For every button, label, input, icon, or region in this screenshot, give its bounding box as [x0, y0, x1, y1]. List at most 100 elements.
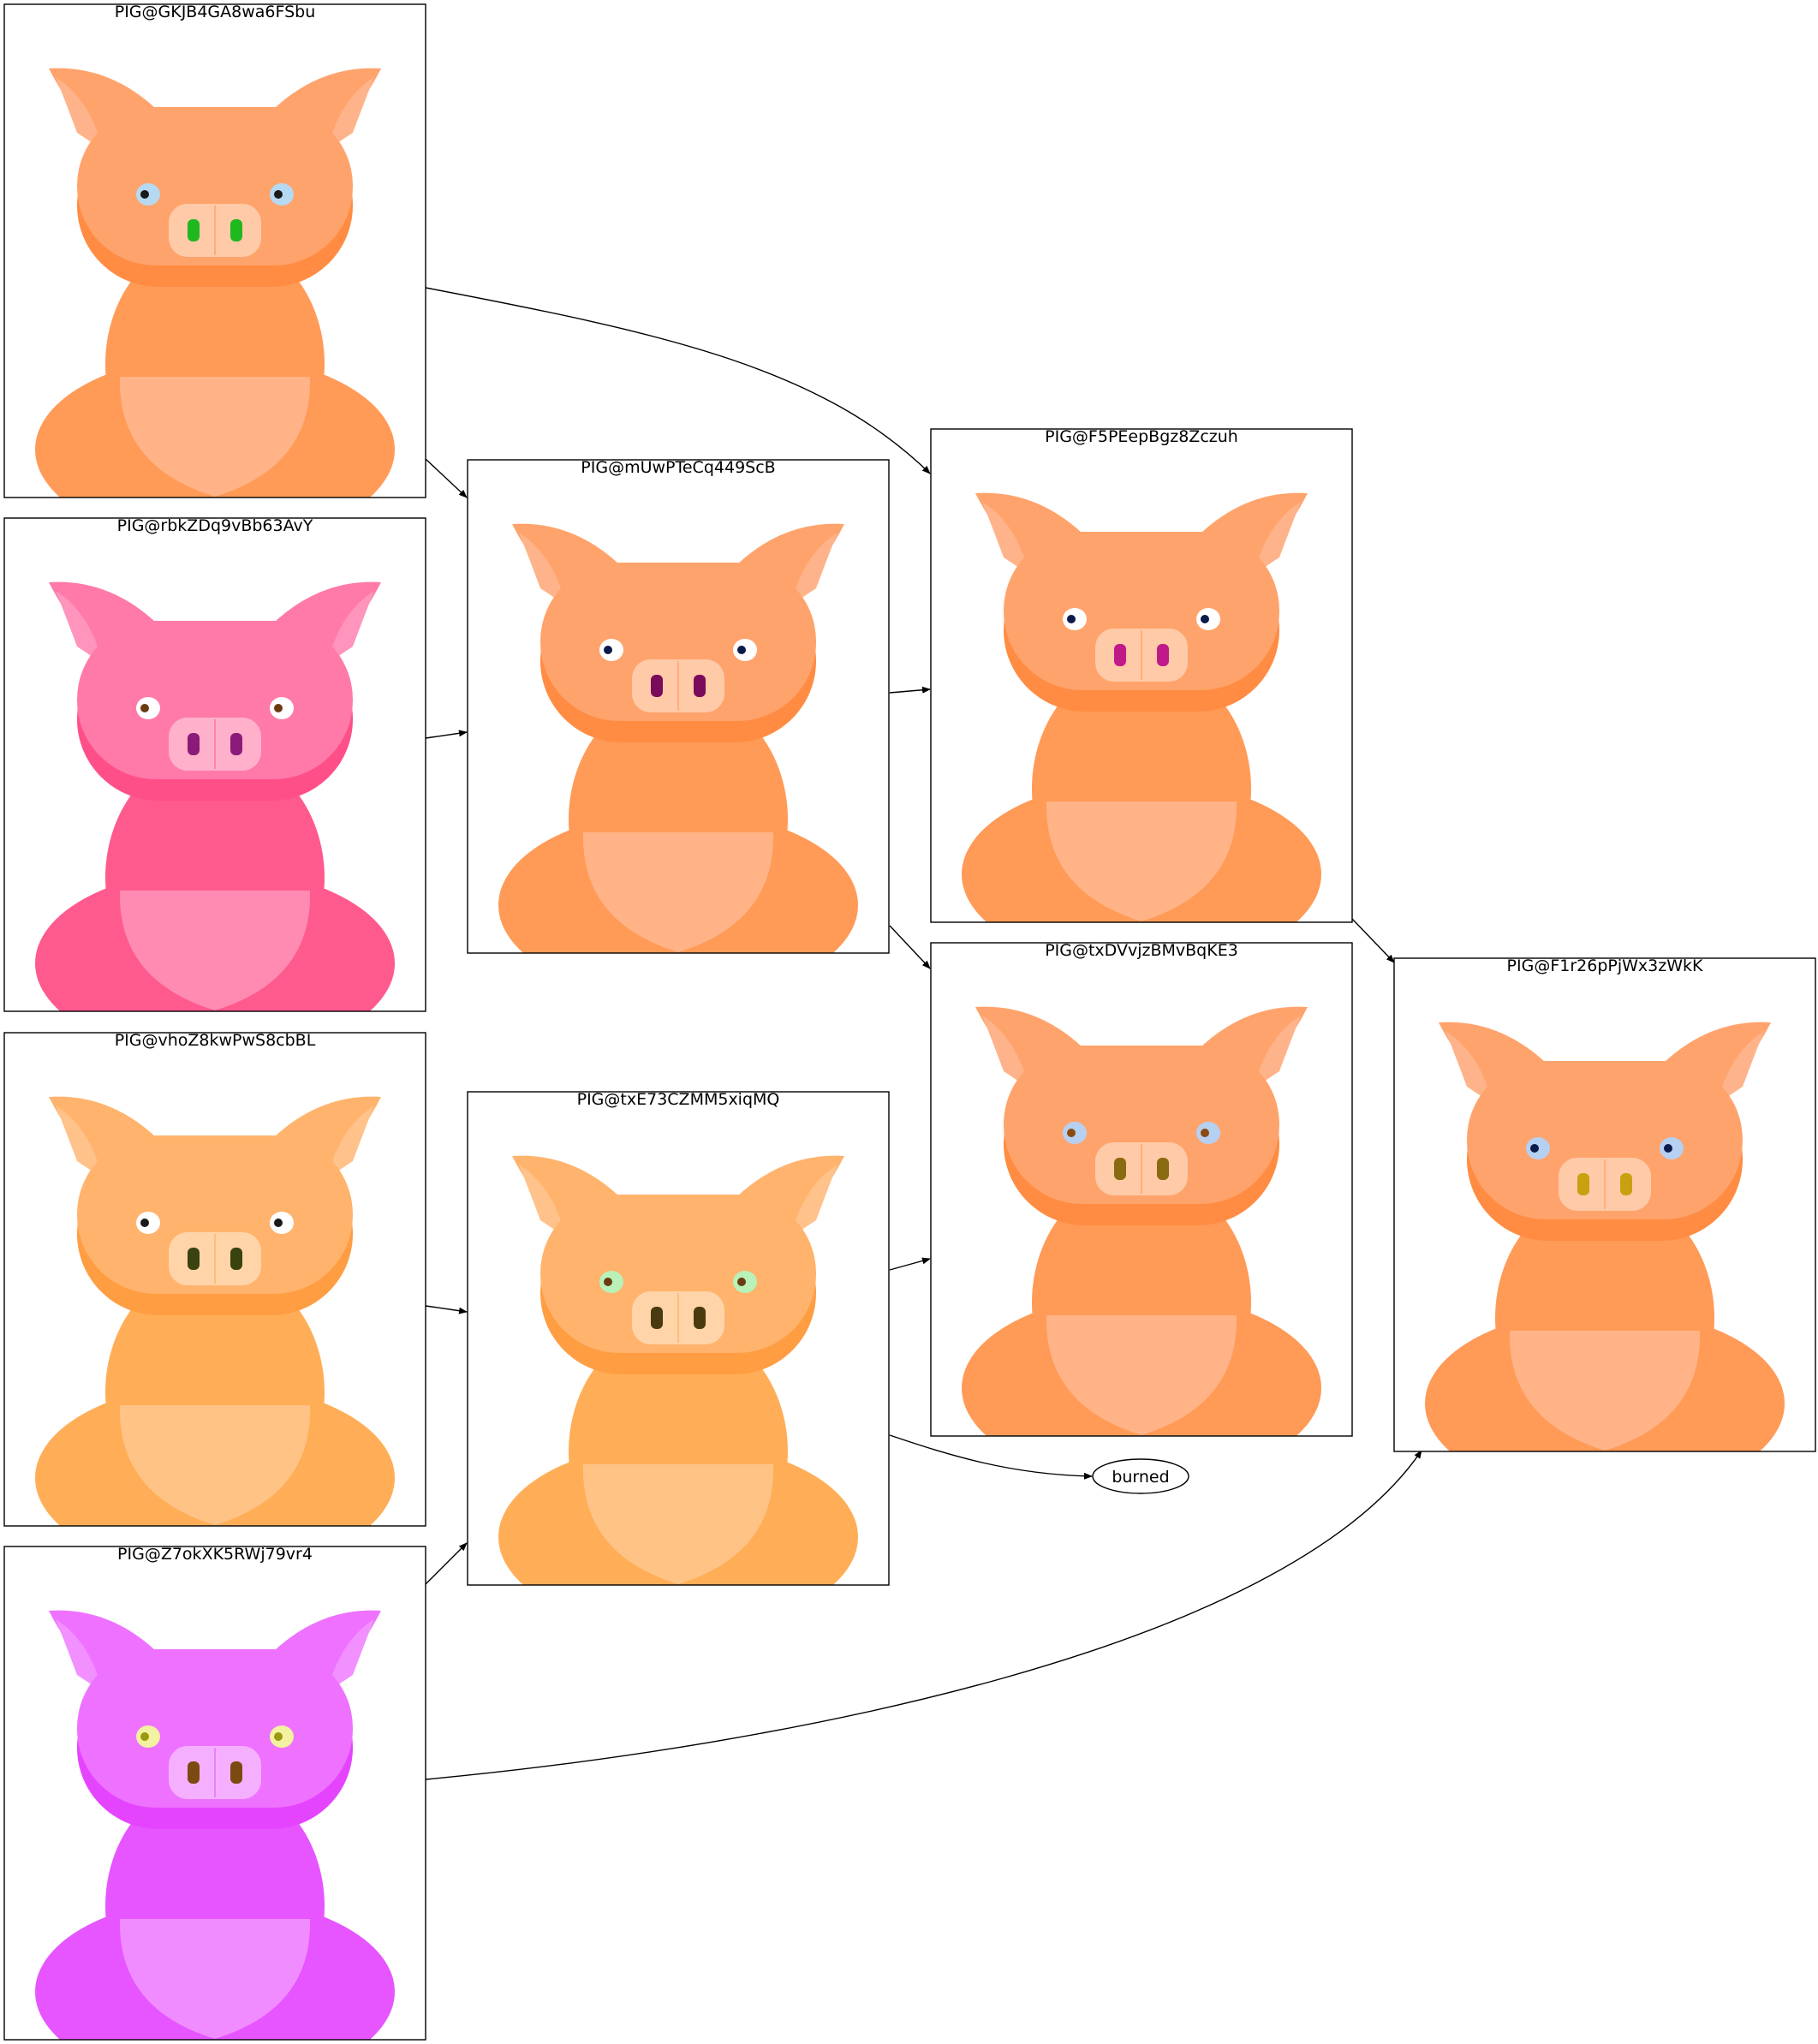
- pig-belly: [1046, 802, 1237, 921]
- right-eye-pupil: [274, 1219, 283, 1227]
- right-ear-inner: [790, 533, 837, 605]
- node-label: PIG@GKJB4GA8wa6FSbu: [115, 3, 316, 21]
- pig-image: [962, 1006, 1321, 1436]
- left-ear-inner: [982, 1016, 1029, 1088]
- node-border: [3, 1032, 426, 1527]
- node-border: [930, 942, 1353, 1437]
- right-nostril: [1620, 1173, 1632, 1195]
- right-nostril: [1157, 644, 1169, 666]
- right-nostril: [230, 733, 242, 755]
- pig-node[interactable]: PIG@txE73CZMM5xiqMQ: [467, 1090, 890, 1631]
- right-nostril: [1157, 1158, 1169, 1180]
- pig-head: [77, 621, 353, 779]
- node-label: PIG@vhoZ8kwPwS8cbBL: [115, 1031, 316, 1050]
- right-eye-pupil: [737, 646, 746, 654]
- left-nostril: [188, 1248, 200, 1270]
- pig-node[interactable]: PIG@mUwPTeCq449ScB: [467, 458, 890, 999]
- node-border: [3, 3, 426, 498]
- pig-image: [35, 68, 395, 498]
- node-label: PIG@txE73CZMM5xiqMQ: [577, 1090, 780, 1109]
- edge-n6-burned: [889, 1434, 1093, 1480]
- pig-head: [77, 107, 353, 265]
- node-label: PIG@F5PEepBgz8Zczuh: [1045, 427, 1238, 446]
- node-label: PIG@Z7okXK5RWj79vr4: [117, 1545, 313, 1564]
- right-ear-inner: [1254, 1016, 1301, 1088]
- right-nostril: [694, 675, 706, 697]
- left-nostril: [188, 1761, 200, 1784]
- pig-belly: [1046, 1315, 1237, 1435]
- left-pupil: [604, 646, 612, 654]
- left-nostril: [651, 1307, 663, 1329]
- pig-node[interactable]: PIG@F5PEepBgz8Zczuh: [930, 427, 1353, 968]
- edges: [425, 287, 1422, 1780]
- right-ear-inner: [790, 1165, 837, 1237]
- left-pupil: [140, 1732, 149, 1741]
- pig-image: [498, 523, 858, 953]
- left-ear-inner: [519, 533, 566, 605]
- left-pupil: [140, 704, 149, 712]
- edge-n4-n9: [425, 1450, 1422, 1780]
- pig-image: [35, 1610, 395, 2040]
- pig-belly: [582, 832, 774, 952]
- node-border: [930, 428, 1353, 923]
- right-nostril: [694, 1307, 706, 1329]
- pig-image: [498, 1155, 858, 1585]
- pig-image: [1425, 1022, 1785, 1451]
- edge-n5-n7: [889, 686, 931, 694]
- nodes: PIG@GKJB4GA8wa6FSbuPIG@rbkZDq9vBb63AvYPI…: [3, 3, 1816, 2044]
- left-pupil: [604, 1278, 612, 1286]
- left-pupil: [1067, 615, 1076, 623]
- right-ear-inner: [327, 1619, 374, 1692]
- pig-head: [1004, 1046, 1279, 1204]
- pig-head: [77, 1135, 353, 1294]
- pig-node[interactable]: PIG@rbkZDq9vBb63AvY: [3, 516, 426, 1058]
- edge-n4-n6: [425, 1542, 468, 1585]
- pig-image: [962, 492, 1321, 922]
- edge-n2-n5: [425, 730, 468, 739]
- left-nostril: [1577, 1173, 1589, 1195]
- left-nostril: [1114, 1158, 1126, 1180]
- pig-node[interactable]: PIG@GKJB4GA8wa6FSbu: [3, 3, 426, 544]
- right-eye-pupil: [274, 1732, 283, 1741]
- right-nostril: [230, 219, 242, 241]
- right-eye-pupil: [1664, 1144, 1672, 1153]
- burned-node: burned: [1092, 1458, 1189, 1494]
- right-nostril: [230, 1248, 242, 1270]
- edge-n3-n6: [425, 1305, 468, 1314]
- right-ear-inner: [327, 591, 374, 664]
- node-border: [3, 517, 426, 1012]
- pig-node[interactable]: PIG@txDVvjzBMvBqKE3: [930, 941, 1353, 1482]
- pig-image: [35, 581, 395, 1011]
- pig-head: [540, 563, 816, 721]
- node-label: PIG@txDVvjzBMvBqKE3: [1045, 941, 1238, 960]
- left-nostril: [188, 733, 200, 755]
- right-ear-inner: [327, 77, 374, 150]
- left-nostril: [1114, 644, 1126, 666]
- edge-n6-n8: [889, 1257, 931, 1271]
- right-ear-inner: [327, 1105, 374, 1178]
- left-ear-inner: [1445, 1031, 1493, 1104]
- left-nostril: [651, 675, 663, 697]
- burned-label: burned: [1112, 1468, 1169, 1487]
- pig-belly: [1509, 1331, 1701, 1451]
- right-nostril: [230, 1761, 242, 1784]
- pig-node[interactable]: PIG@F1r26pPjWx3zWkK: [1393, 956, 1816, 1498]
- left-pupil: [140, 190, 149, 199]
- pig-node[interactable]: PIG@Z7okXK5RWj79vr4: [3, 1545, 426, 2044]
- right-ear-inner: [1254, 502, 1301, 575]
- left-pupil: [1530, 1144, 1539, 1153]
- edge-n5-n8: [889, 925, 931, 969]
- left-ear-inner: [519, 1165, 566, 1237]
- node-label: PIG@mUwPTeCq449ScB: [581, 458, 775, 477]
- left-pupil: [140, 1219, 149, 1227]
- left-ear-inner: [56, 77, 103, 150]
- left-nostril: [188, 219, 200, 241]
- pig-belly: [119, 1405, 311, 1525]
- edge-n1-n7: [425, 287, 931, 474]
- pig-belly: [582, 1464, 774, 1584]
- edge-n1-n5: [425, 458, 468, 498]
- burned-ellipse: [1092, 1458, 1189, 1494]
- edge-n7-n9: [1350, 917, 1395, 963]
- pig-node[interactable]: PIG@vhoZ8kwPwS8cbBL: [3, 1031, 426, 1572]
